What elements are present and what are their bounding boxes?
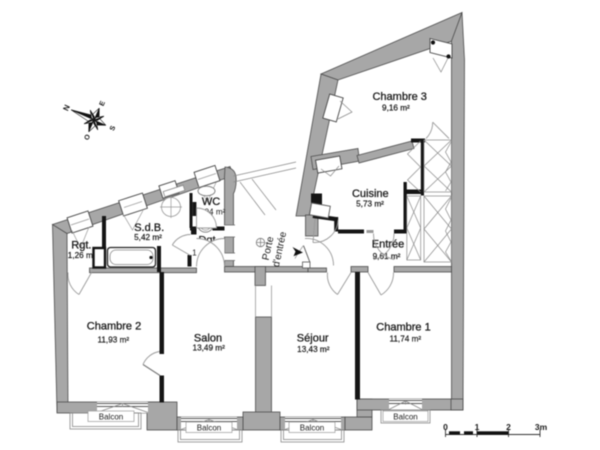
svg-text:Chambre 2: Chambre 2 bbox=[87, 320, 141, 332]
svg-text:Balcon: Balcon bbox=[197, 423, 221, 432]
svg-text:d'entrée: d'entrée bbox=[271, 230, 289, 268]
svg-text:5,42 m²: 5,42 m² bbox=[134, 233, 162, 242]
svg-text:Séjour: Séjour bbox=[297, 333, 329, 345]
svg-text:Salon: Salon bbox=[194, 333, 222, 345]
svg-text:11,74 m²: 11,74 m² bbox=[389, 334, 421, 343]
svg-text:11,93 m²: 11,93 m² bbox=[97, 335, 129, 344]
svg-text:S: S bbox=[109, 125, 117, 132]
svg-text:Balcon: Balcon bbox=[393, 412, 417, 421]
svg-text:Entrée: Entrée bbox=[372, 239, 404, 251]
svg-text:N: N bbox=[61, 103, 72, 112]
svg-text:WC: WC bbox=[202, 196, 220, 208]
svg-text:0: 0 bbox=[443, 422, 448, 432]
svg-text:2: 2 bbox=[506, 422, 511, 432]
svg-text:1: 1 bbox=[475, 422, 480, 432]
svg-text:O: O bbox=[84, 133, 93, 141]
svg-text:Chambre 1: Chambre 1 bbox=[376, 322, 430, 334]
svg-text:5,73 m²: 5,73 m² bbox=[356, 200, 384, 209]
svg-text:1,26 m: 1,26 m bbox=[68, 251, 93, 260]
svg-text:3m: 3m bbox=[535, 422, 548, 432]
svg-text:9,16 m²: 9,16 m² bbox=[382, 104, 410, 113]
svg-text:Balcon: Balcon bbox=[99, 412, 123, 421]
svg-text:1,04 m²: 1,04 m² bbox=[198, 208, 226, 217]
svg-text:Cuisine: Cuisine bbox=[352, 188, 389, 200]
svg-text:S.d.B.: S.d.B. bbox=[134, 222, 164, 234]
svg-text:13,43 m²: 13,43 m² bbox=[297, 345, 330, 354]
svg-text:13,49 m²: 13,49 m² bbox=[193, 344, 226, 353]
svg-text:E: E bbox=[99, 100, 107, 107]
svg-text:Chambre 3: Chambre 3 bbox=[372, 91, 426, 103]
svg-text:Balcon: Balcon bbox=[300, 423, 324, 432]
svg-text:Rgt.: Rgt. bbox=[71, 239, 91, 251]
